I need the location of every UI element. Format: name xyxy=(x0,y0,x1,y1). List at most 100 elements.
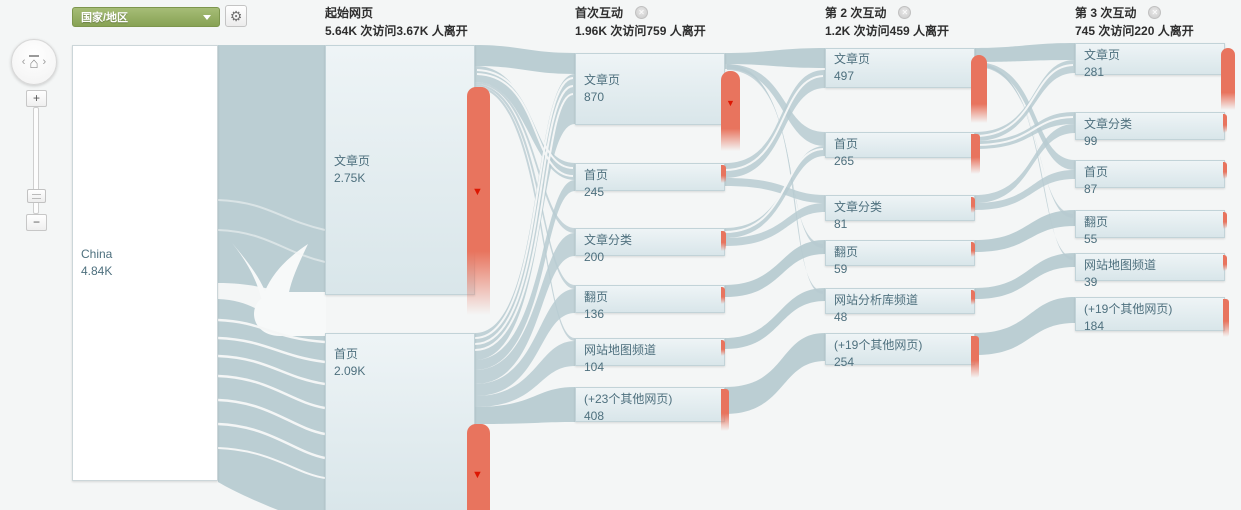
flow-node-col2-article-category[interactable]: 文章分类 200 xyxy=(575,228,725,264)
flow-node-china[interactable]: China 4.84K xyxy=(72,45,218,481)
flow-node-col3-home[interactable]: 首页 265 xyxy=(825,132,975,168)
dropoff-strip xyxy=(1223,299,1229,337)
links-col3-to-col4 xyxy=(974,43,1075,355)
zoom-out-button[interactable]: − xyxy=(26,214,47,231)
node-label: China xyxy=(81,247,113,261)
dropoff-strip xyxy=(971,55,987,123)
node-label: 网站地图频道 xyxy=(584,343,657,357)
node-label: 首页 xyxy=(334,347,359,361)
node-value: 184 xyxy=(1084,319,1105,333)
dropoff-strip xyxy=(467,424,490,510)
node-label: 首页 xyxy=(1084,165,1109,179)
flow-node-col2-pagination[interactable]: 翻页 136 xyxy=(575,285,725,321)
dropoff-strip xyxy=(467,87,490,315)
node-label: 翻页 xyxy=(1084,215,1109,229)
flow-node-col3-articles[interactable]: 文章页 497 xyxy=(825,48,975,88)
dropoff-strip xyxy=(1221,48,1235,110)
node-value: 81 xyxy=(834,217,848,231)
column-title: 起始网页 xyxy=(325,6,374,20)
flow-node-col3-article-category[interactable]: 文章分类 81 xyxy=(825,195,975,231)
node-value: 4.84K xyxy=(81,264,113,278)
dropoff-arrow-icon: ▼ xyxy=(472,186,483,198)
node-value: 99 xyxy=(1084,134,1098,148)
node-label: 网站分析库频道 xyxy=(834,293,919,307)
column-subtitle: 745 次访问220 人离开 xyxy=(1075,24,1194,38)
close-column-icon[interactable]: ✕ xyxy=(898,6,912,19)
node-value: 408 xyxy=(584,409,605,423)
dropoff-strip xyxy=(1223,162,1227,179)
node-value: 281 xyxy=(1084,65,1105,79)
flow-node-col2-articles[interactable]: 文章页 870 xyxy=(575,53,725,125)
node-label: 翻页 xyxy=(834,245,859,259)
zoom-slider-track[interactable] xyxy=(33,107,39,214)
node-value: 2.09K xyxy=(334,364,366,378)
dropoff-strip xyxy=(971,242,975,257)
dropoff-strip xyxy=(721,389,729,431)
pan-left-icon[interactable]: ‹ xyxy=(21,56,26,68)
node-value: 870 xyxy=(584,90,605,104)
flow-node-col3-analytics-channel[interactable]: 网站分析库频道 48 xyxy=(825,288,975,324)
flow-node-col4-sitemap-channel[interactable]: 网站地图频道 39 xyxy=(1075,253,1225,289)
dropoff-strip xyxy=(721,287,725,304)
gear-icon[interactable]: ⚙ xyxy=(225,5,247,27)
node-label: (+19个其他网页) xyxy=(834,338,923,352)
flow-node-col3-other-pages[interactable]: (+19个其他网页) 254 xyxy=(825,333,975,369)
node-value: 245 xyxy=(584,185,605,199)
flow-node-col4-article-category[interactable]: 文章分类 99 xyxy=(1075,112,1225,148)
pan-right-icon[interactable]: › xyxy=(42,56,47,68)
flow-node-col4-other-pages[interactable]: (+19个其他网页) 184 xyxy=(1075,297,1225,333)
dropoff-strip xyxy=(721,340,725,356)
flow-node-col1-articles[interactable]: 文章页 2.75K xyxy=(325,45,475,295)
node-value: 136 xyxy=(584,307,605,321)
dropoff-strip xyxy=(721,231,726,251)
node-value: 59 xyxy=(834,262,848,276)
dropoff-strip xyxy=(971,290,975,305)
flow-node-col3-pagination[interactable]: 翻页 59 xyxy=(825,240,975,276)
column-title: 第 2 次互动 xyxy=(825,6,887,20)
column-title: 第 3 次互动 xyxy=(1075,6,1137,20)
dropoff-strip xyxy=(971,134,980,174)
close-column-icon[interactable]: ✕ xyxy=(1148,6,1162,19)
column-header-first-interaction: 首次互动 ✕ 1.96K 次访问759 人离开 xyxy=(575,4,820,39)
links-col1-to-col2 xyxy=(474,45,575,424)
column-header-third-interaction: 第 3 次互动 ✕ 745 次访问220 人离开 xyxy=(1075,4,1241,39)
zoom-slider-handle[interactable] xyxy=(27,189,46,203)
node-label: 首页 xyxy=(584,168,609,182)
flow-node-col1-home[interactable]: 首页 2.09K xyxy=(325,333,475,510)
dropoff-strip xyxy=(1223,114,1227,133)
flow-node-col4-home[interactable]: 首页 87 xyxy=(1075,160,1225,196)
close-column-icon[interactable]: ✕ xyxy=(635,6,649,19)
dimension-selector-label: 国家/地区 xyxy=(81,12,129,24)
node-label: 文章分类 xyxy=(584,233,633,247)
node-label: 文章页 xyxy=(334,154,371,168)
node-label: 首页 xyxy=(834,137,859,151)
dropoff-strip xyxy=(1223,255,1227,271)
flow-node-col2-home[interactable]: 首页 245 xyxy=(575,163,725,199)
column-subtitle: 1.2K 次访问459 人离开 xyxy=(825,24,950,38)
flow-node-col2-other-pages[interactable]: (+23个其他网页) 408 xyxy=(575,387,725,423)
zoom-in-button[interactable]: + xyxy=(26,90,47,107)
dimension-selector-dropdown[interactable]: 国家/地区 xyxy=(72,7,220,27)
links-source-to-col1 xyxy=(217,45,326,510)
flow-node-col4-pagination[interactable]: 翻页 55 xyxy=(1075,210,1225,246)
node-label: (+19个其他网页) xyxy=(1084,302,1173,316)
node-label: 文章页 xyxy=(1084,48,1121,62)
flow-node-col4-articles[interactable]: 文章页 281 xyxy=(1075,43,1225,79)
dropoff-arrow-icon: ▼ xyxy=(726,98,735,108)
column-subtitle: 1.96K 次访问759 人离开 xyxy=(575,24,706,38)
node-label: 文章页 xyxy=(834,52,871,66)
pan-home-control[interactable]: ‹ ⌂ › xyxy=(11,39,57,85)
column-title: 首次互动 xyxy=(575,6,624,20)
node-value: 200 xyxy=(584,250,605,264)
home-icon[interactable]: ⌂ xyxy=(29,54,39,72)
node-value: 2.75K xyxy=(334,171,366,185)
flow-node-col2-sitemap-channel[interactable]: 网站地图频道 104 xyxy=(575,338,725,374)
dropoff-strip xyxy=(721,165,726,183)
dropoff-strip xyxy=(1223,212,1227,229)
node-value: 254 xyxy=(834,355,855,369)
column-header-second-interaction: 第 2 次互动 ✕ 1.2K 次访问459 人离开 xyxy=(825,4,1070,39)
node-value: 55 xyxy=(1084,232,1098,246)
node-label: 文章分类 xyxy=(1084,117,1133,131)
